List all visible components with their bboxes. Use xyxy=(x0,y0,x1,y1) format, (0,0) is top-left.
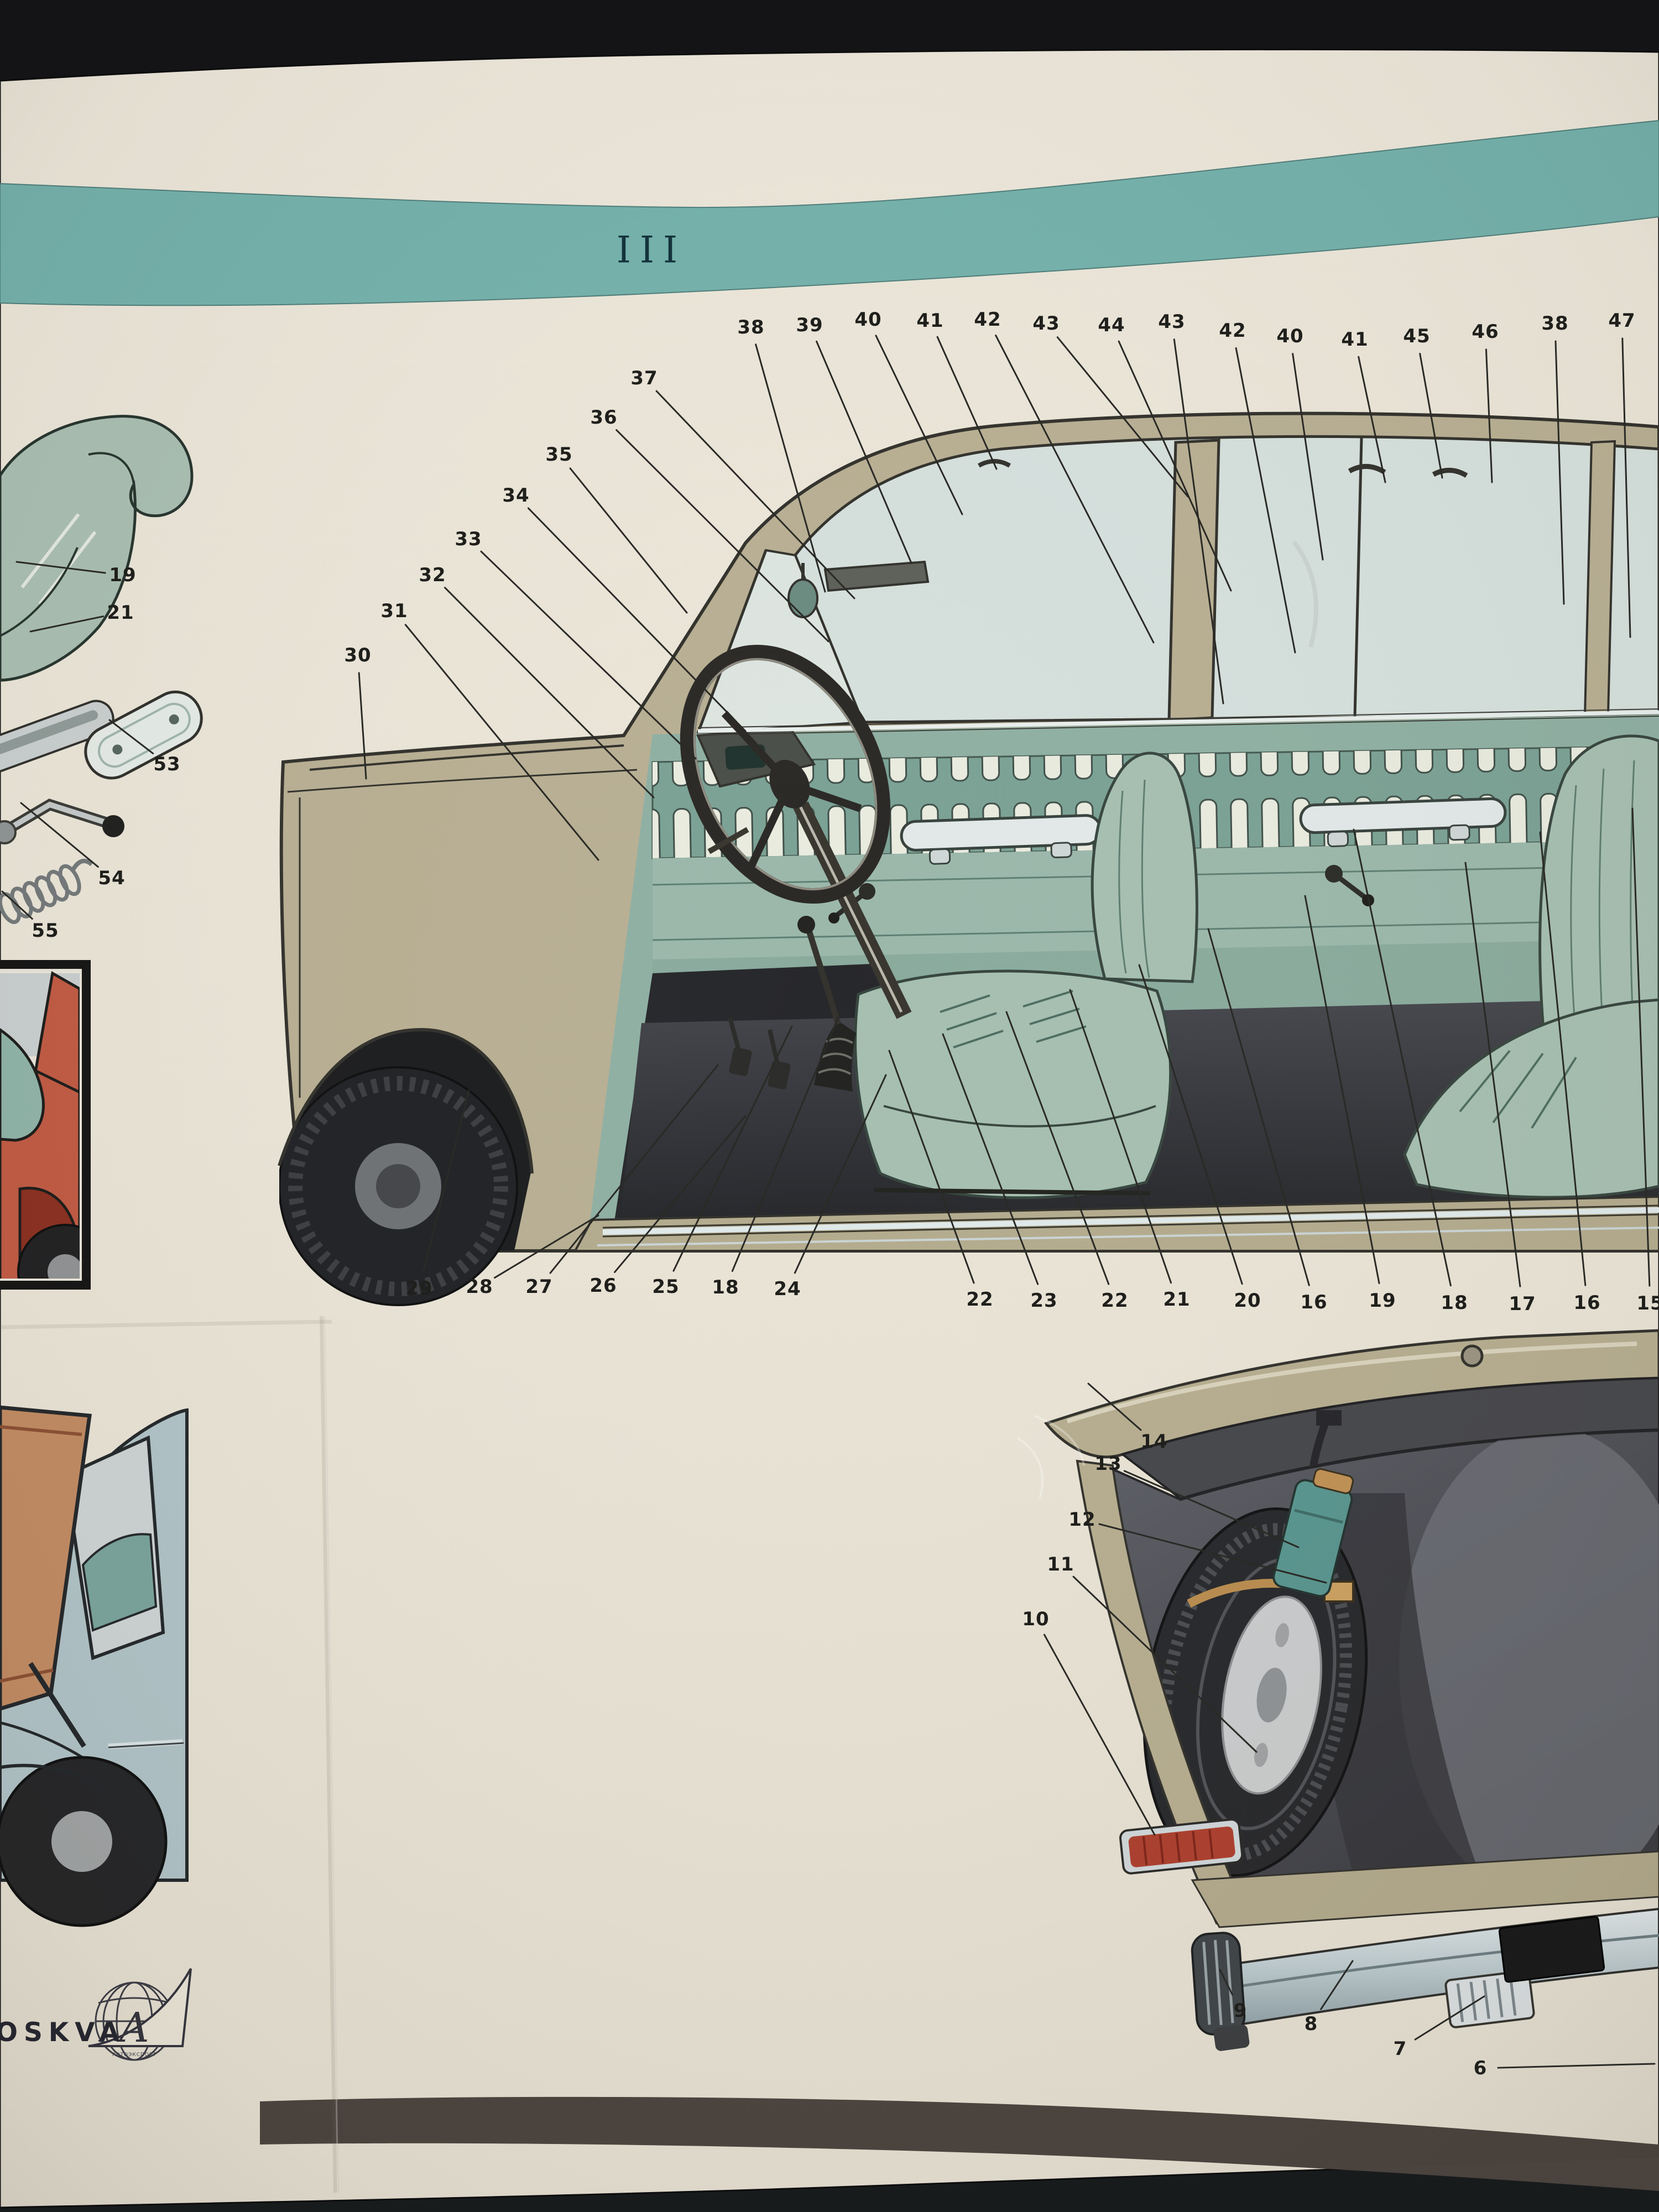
callout-line-bottom_row-25 xyxy=(672,1025,793,1272)
callout-line-windshield_column-30 xyxy=(358,672,367,780)
logo-caption: АВТОЭКСПОРТ xyxy=(112,2052,156,2058)
callout-line-door_parts-53 xyxy=(108,719,154,754)
callout-line-bottom_row-21 xyxy=(1069,989,1172,1284)
callout-line-top_row-44 xyxy=(1118,340,1232,592)
callout-line-bottom_row-17 xyxy=(1464,862,1521,1287)
callout-line-bottom_row-23 xyxy=(942,1033,1039,1285)
callout-line-top_row-40 xyxy=(1292,353,1324,561)
callout-line-bottom_row-28 xyxy=(493,1214,599,1279)
callout-line-trunk-12 xyxy=(1098,1523,1327,1584)
callout-line-top_row-43 xyxy=(1173,338,1224,705)
callout-line-bottom_row-18 xyxy=(731,1011,842,1272)
callout-line-bottom_row-22 xyxy=(888,1050,975,1284)
callout-line-top_row-41 xyxy=(936,336,998,470)
callout-line-windshield_column-33 xyxy=(480,550,697,760)
callout-line-windshield_column-36 xyxy=(615,429,830,643)
callout-line-windshield_column-35 xyxy=(569,467,688,614)
callout-line-top_row-40 xyxy=(875,335,963,515)
callout-line-windshield_column-37 xyxy=(655,390,855,599)
plate-number-roman: III xyxy=(616,228,687,272)
callout-line-top_row-47 xyxy=(1621,337,1631,638)
callout-line-bottom_row-24 xyxy=(794,1074,887,1274)
callout-line-windshield_column-32 xyxy=(444,587,655,799)
callout-line-top_row-41 xyxy=(1358,356,1386,483)
callout-line-bottom_row-29 xyxy=(422,1089,470,1272)
callout-line-bottom_row-22 xyxy=(1005,1011,1110,1285)
callout-line-trunk-10 xyxy=(1043,1634,1156,1836)
callout-line-left_seat-19 xyxy=(15,561,106,574)
callout-line-trunk_lower-7 xyxy=(1414,1995,1485,2041)
callout-line-top_row-38 xyxy=(1554,340,1565,605)
callout-line-bottom_row-19 xyxy=(1304,895,1380,1285)
callout-line-bottom_row-16 xyxy=(1207,928,1310,1286)
callout-line-door_parts-54 xyxy=(20,802,99,868)
callout-line-top_row-42 xyxy=(1235,347,1296,654)
callout-line-trunk_lower-8 xyxy=(1320,1960,1354,2010)
callout-line-trunk-14 xyxy=(1087,1383,1142,1431)
callout-line-trunk-13 xyxy=(1123,1470,1300,1548)
callout-line-door_parts-55 xyxy=(1,890,33,920)
callout-line-bottom_row-16 xyxy=(1539,831,1587,1286)
callout-line-windshield_column-31 xyxy=(404,624,599,861)
callout-line-top_row-46 xyxy=(1485,348,1493,483)
photo-vignette xyxy=(0,49,1659,2208)
callout-line-trunk_lower-6 xyxy=(1497,2063,1656,2069)
callout-line-top_row-39 xyxy=(816,340,912,564)
callout-line-trunk-11 xyxy=(1072,1575,1258,1753)
callout-line-top_row-42 xyxy=(995,334,1155,644)
callout-line-trunk_lower-9 xyxy=(1219,1969,1234,1996)
callout-line-bottom_row-27 xyxy=(549,1064,719,1274)
callout-line-top_row-43 xyxy=(1056,336,1189,498)
callout-line-bottom_row-18 xyxy=(1353,828,1452,1287)
callout-line-top_row-38 xyxy=(755,343,826,593)
callout-line-bottom_row-26 xyxy=(614,1115,747,1273)
publisher-wordmark: OSKVA xyxy=(0,2017,126,2048)
callout-line-bottom_row-20 xyxy=(1138,964,1243,1285)
callout-line-left_seat-21 xyxy=(29,615,105,633)
callout-line-windshield_column-34 xyxy=(527,507,747,732)
callout-line-top_row-45 xyxy=(1419,352,1443,479)
callout-line-bottom_row-15 xyxy=(1631,807,1651,1287)
